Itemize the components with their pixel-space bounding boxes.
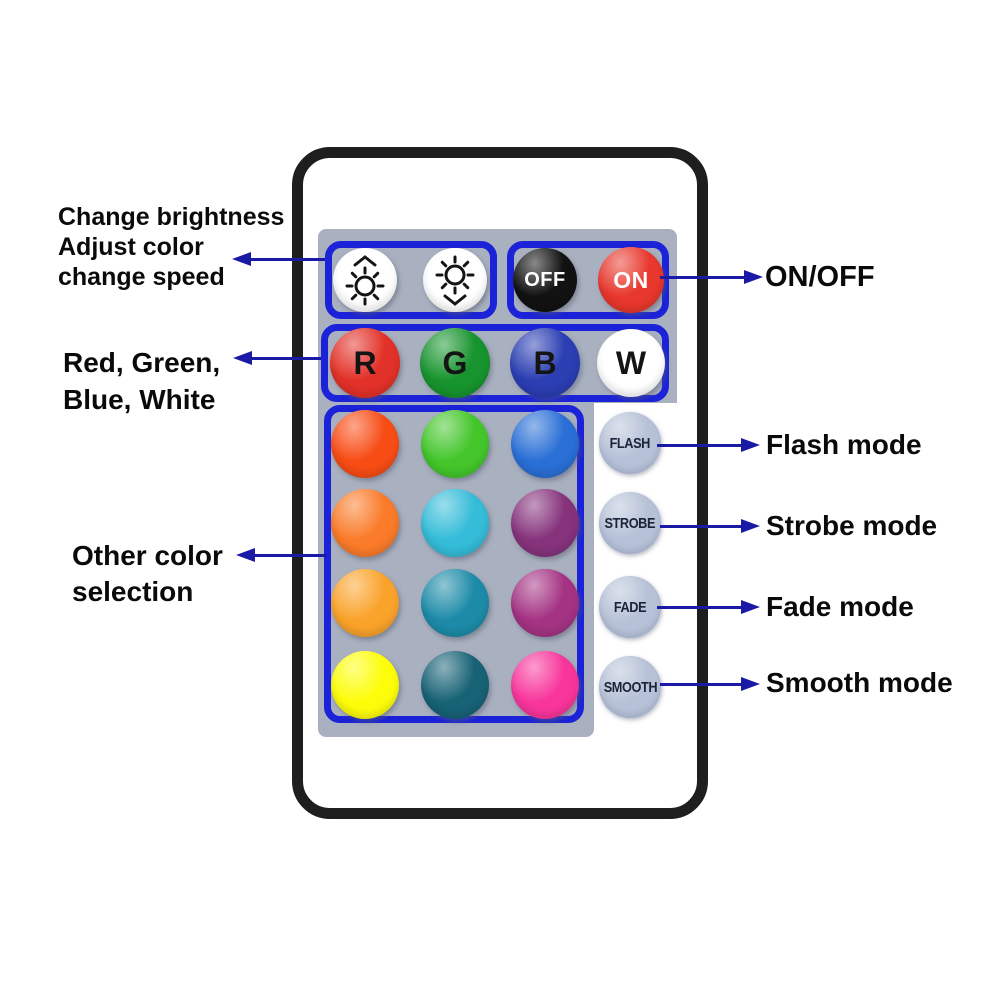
- label-other-color-line2: selection: [72, 576, 194, 607]
- color-button-r3c1[interactable]: [331, 569, 399, 637]
- highlight-box-color-grid: [324, 405, 584, 723]
- highlight-box-onoff: [507, 241, 669, 319]
- arrow-head-strobe-icon: [741, 519, 760, 533]
- brightness-up-button[interactable]: [333, 248, 397, 312]
- label-flash-mode: Flash mode: [766, 429, 922, 460]
- color-button-r4c1[interactable]: [331, 651, 399, 719]
- arrow-head-rgbw-icon: [233, 351, 252, 365]
- on-button-label: ON: [613, 266, 649, 293]
- flash-button-label: FLASH: [609, 434, 651, 452]
- arrow-head-smooth-icon: [741, 677, 760, 691]
- fade-button-label: FADE: [613, 598, 647, 616]
- arrow-head-flash-icon: [741, 438, 760, 452]
- strobe-button-label: STROBE: [604, 514, 656, 532]
- arrow-head-onoff-icon: [744, 270, 763, 284]
- blue-button-label: B: [533, 344, 557, 381]
- arrow-line-smooth: [660, 683, 742, 686]
- brightness-down-icon: [432, 252, 478, 308]
- arrow-head-fade-icon: [741, 600, 760, 614]
- white-button[interactable]: W: [597, 329, 665, 397]
- color-button-r1c2[interactable]: [421, 410, 489, 478]
- arrow-head-brightness-icon: [232, 252, 251, 266]
- arrow-line-rgbw: [251, 357, 321, 360]
- smooth-button[interactable]: SMOOTH: [599, 656, 661, 718]
- color-button-r4c2[interactable]: [421, 651, 489, 719]
- label-change-brightness-line1: Change brightness: [58, 203, 285, 231]
- color-button-r1c3[interactable]: [511, 410, 579, 478]
- label-fade-mode: Fade mode: [766, 591, 914, 622]
- arrow-line-fade: [657, 606, 742, 609]
- color-button-r3c2[interactable]: [421, 569, 489, 637]
- label-red-green-blue-white: Red, Green, Blue, White: [63, 344, 220, 418]
- white-button-label: W: [615, 344, 647, 381]
- strobe-button[interactable]: STROBE: [599, 492, 661, 554]
- label-change-brightness: Change brightness Adjust color change sp…: [58, 202, 284, 292]
- color-button-r2c3[interactable]: [511, 489, 579, 557]
- arrow-line-other-color: [254, 554, 327, 557]
- color-button-r3c3[interactable]: [511, 569, 579, 637]
- on-button[interactable]: ON: [598, 247, 664, 313]
- label-rgbw-line1: Red, Green,: [63, 347, 221, 378]
- off-button-label: OFF: [524, 268, 566, 291]
- color-button-r2c2[interactable]: [421, 489, 489, 557]
- off-button[interactable]: OFF: [513, 248, 577, 312]
- brightness-up-icon: [342, 252, 388, 308]
- label-change-brightness-line3: change speed: [58, 263, 225, 291]
- green-button-label: G: [442, 344, 468, 381]
- highlight-box-brightness: [325, 241, 497, 319]
- red-button-label: R: [353, 344, 377, 381]
- color-button-r2c1[interactable]: [331, 489, 399, 557]
- highlight-box-rgbw: [321, 324, 669, 402]
- fade-button[interactable]: FADE: [599, 576, 661, 638]
- flash-button[interactable]: FLASH: [599, 412, 661, 474]
- blue-button[interactable]: B: [510, 328, 580, 398]
- arrow-line-strobe: [660, 525, 742, 528]
- red-button[interactable]: R: [330, 328, 400, 398]
- arrow-line-brightness: [250, 258, 325, 261]
- label-other-color-selection: Other color selection: [72, 538, 223, 610]
- label-smooth-mode: Smooth mode: [766, 667, 953, 698]
- label-rgbw-line2: Blue, White: [63, 384, 216, 415]
- label-strobe-mode: Strobe mode: [766, 510, 938, 541]
- arrow-head-other-color-icon: [236, 548, 255, 562]
- green-button[interactable]: G: [420, 328, 490, 398]
- arrow-line-flash: [657, 444, 742, 447]
- arrow-line-onoff: [660, 276, 745, 279]
- label-onoff: ON/OFF: [765, 261, 875, 293]
- label-change-brightness-line2: Adjust color: [58, 233, 204, 261]
- brightness-down-button[interactable]: [423, 248, 487, 312]
- smooth-button-label: SMOOTH: [603, 678, 657, 696]
- color-button-r4c3[interactable]: [511, 651, 579, 719]
- label-other-color-line1: Other color: [72, 540, 223, 571]
- color-button-r1c1[interactable]: [331, 410, 399, 478]
